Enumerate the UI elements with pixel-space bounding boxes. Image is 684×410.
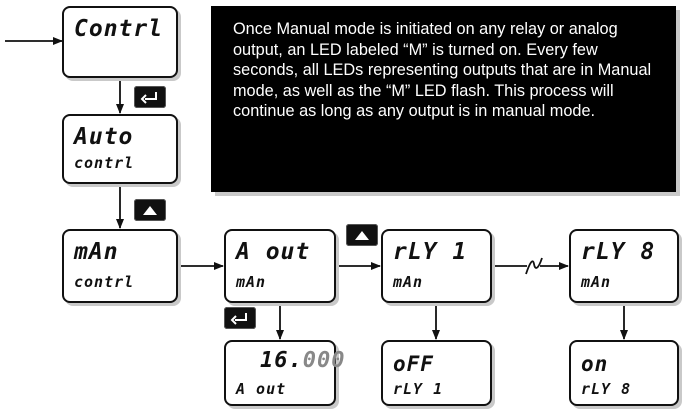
display-rly8-line2: mAn bbox=[581, 273, 612, 291]
display-contrl-line1: Contrl bbox=[74, 16, 164, 42]
display-on-line1: on bbox=[581, 352, 609, 376]
display-a-out-line2: mAn bbox=[236, 273, 267, 291]
display-man: mAn contrl bbox=[62, 229, 178, 303]
up-arrow-icon bbox=[355, 231, 369, 240]
display-man-line2: contrl bbox=[74, 273, 135, 291]
up-key bbox=[134, 199, 166, 221]
display-rly8-line1: rLY 8 bbox=[581, 239, 656, 265]
display-rly1: rLY 1 mAn bbox=[381, 229, 492, 303]
up-arrow-icon bbox=[143, 206, 157, 215]
enter-key bbox=[134, 86, 166, 108]
display-auto-line2: contrl bbox=[74, 154, 135, 172]
display-value-reading: 16.000 bbox=[260, 348, 346, 373]
display-rly1-line1: rLY 1 bbox=[393, 239, 468, 265]
enter-icon bbox=[140, 92, 157, 104]
display-value-dec: 000 bbox=[302, 348, 346, 373]
display-rly8: rLY 8 mAn bbox=[569, 229, 679, 303]
display-value-line2: A out bbox=[236, 380, 287, 398]
display-a-out: A out mAn bbox=[224, 229, 336, 303]
display-auto-line1: Auto bbox=[74, 124, 134, 150]
display-rly1-line2: mAn bbox=[393, 273, 424, 291]
display-on: on rLY 8 bbox=[569, 340, 679, 406]
display-auto: Auto contrl bbox=[62, 114, 178, 184]
enter-key-2 bbox=[224, 307, 256, 329]
manual-mode-note: Once Manual mode is initiated on any rel… bbox=[211, 6, 676, 192]
display-off-line2: rLY 1 bbox=[393, 380, 444, 398]
display-value: 16.000 A out bbox=[224, 340, 345, 406]
display-off-line1: oFF bbox=[393, 352, 434, 376]
display-contrl: Contrl bbox=[62, 6, 178, 78]
display-on-line2: rLY 8 bbox=[581, 380, 632, 398]
break-symbol bbox=[525, 257, 543, 275]
display-off: oFF rLY 1 bbox=[381, 340, 492, 406]
display-man-line1: mAn bbox=[74, 239, 119, 265]
display-value-int: 16. bbox=[260, 348, 303, 373]
up-key-2 bbox=[346, 224, 378, 246]
display-a-out-line1: A out bbox=[236, 239, 311, 265]
enter-icon bbox=[230, 313, 247, 325]
